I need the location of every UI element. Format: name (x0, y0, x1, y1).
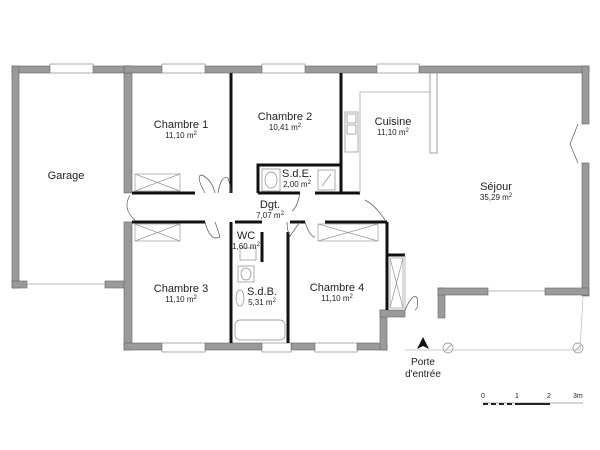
room-name: Chambre 1 (153, 119, 209, 131)
room-name: Cuisine (374, 116, 412, 128)
kitchen-lines (359, 72, 438, 310)
room-sde: S.d.E. 2,00 m2 (282, 168, 312, 189)
fixtures (234, 111, 584, 354)
room-area: 5,31 m2 (248, 297, 276, 307)
arrow-up-icon (417, 337, 429, 349)
room-name: Séjour (480, 181, 512, 193)
scale-tick-2: 2 (547, 393, 551, 400)
room-area: 10,41 m2 (268, 122, 302, 132)
room-area: 1,60 m2 (232, 241, 260, 251)
entrance-label: Porte d'entrée (405, 357, 441, 381)
room-chambre-3: Chambre 3 11,10 m2 (153, 283, 209, 304)
room-chambre-4: Chambre 4 11,10 m2 (309, 282, 365, 303)
room-garage: Garage (47, 170, 85, 183)
scale-tick-1: 1 (515, 393, 519, 400)
room-sdb: S.d.B. 5,31 m2 (247, 286, 277, 307)
room-area: 11,10 m2 (165, 130, 197, 140)
room-area: 2,00 m2 (283, 179, 311, 189)
windows (27, 63, 545, 353)
entrance-line1: Porte (411, 357, 435, 368)
partitions (132, 73, 405, 343)
room-area: 11,10 m2 (321, 293, 353, 303)
room-degagement: Dgt. 7,07 m2 (256, 199, 284, 220)
exterior-walls (11, 65, 590, 351)
room-chambre-2: Chambre 2 10,41 m2 (257, 111, 313, 132)
room-area: 7,07 m2 (256, 210, 284, 220)
room-name: Chambre 2 (257, 111, 313, 123)
room-chambre-1: Chambre 1 11,10 m2 (153, 119, 209, 140)
room-area: 11,10 m2 (165, 294, 197, 304)
room-sejour: Séjour 35,29 m2 (479, 181, 513, 202)
room-name: Chambre 4 (309, 282, 365, 294)
doors (126, 123, 579, 311)
room-area: 11,10 m2 (377, 127, 409, 137)
scale-tick-0: 0 (481, 393, 485, 400)
entrance-line2: d'entrée (405, 369, 441, 380)
room-name: Chambre 3 (153, 283, 209, 295)
room-area: 35,29 m2 (479, 192, 513, 202)
wardrobes (134, 173, 404, 309)
room-name: Dgt. (259, 199, 281, 211)
scale-tick-3: 3m (573, 393, 583, 400)
room-wc: WC 1,60 m2 (232, 230, 260, 251)
room-name: S.d.E. (282, 168, 312, 180)
scale-bar (483, 402, 583, 405)
room-name: S.d.B. (247, 286, 277, 298)
room-cuisine: Cuisine 11,10 m2 (374, 116, 412, 137)
room-name: WC (236, 230, 256, 242)
room-name: Garage (47, 170, 85, 182)
